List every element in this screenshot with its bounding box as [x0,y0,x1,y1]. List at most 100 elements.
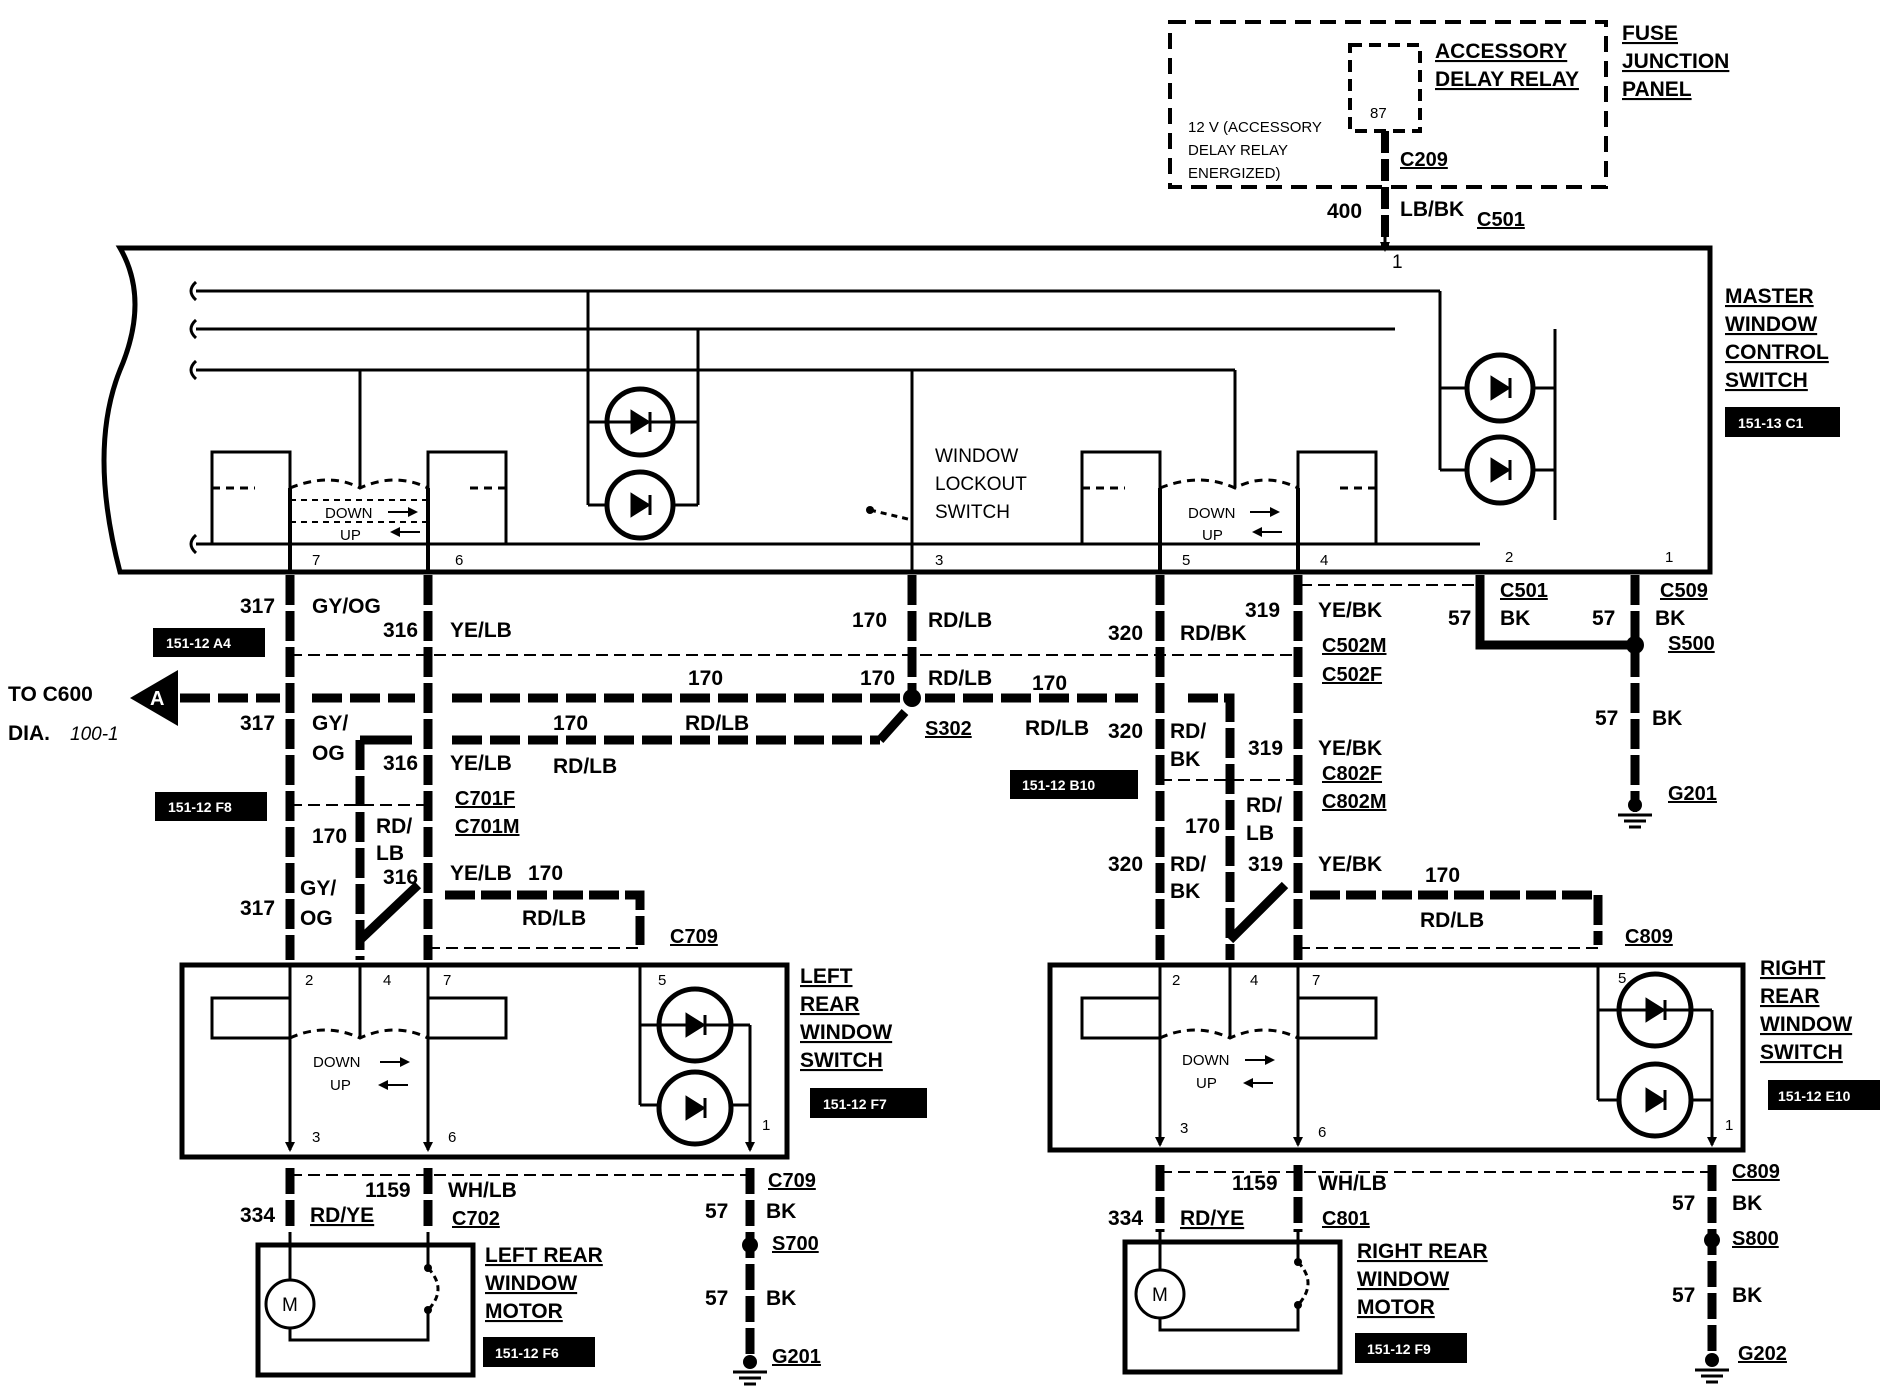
label-317-c: 317 [240,897,275,920]
label-57-color-b: BK [1655,607,1685,630]
label-317-color-a: GY/OG [312,595,381,618]
label-57-color-e: BK [766,1287,796,1310]
master-pin-5: 5 [1182,552,1190,569]
lockout-label-2: LOCKOUT [935,474,1027,495]
label-57-b: 57 [1592,607,1615,630]
connector-c801: C801 [1322,1208,1370,1230]
master-pin-1-top: 1 [1392,252,1403,273]
connector-c502m: C502M [1322,635,1386,657]
connector-c701f: C701F [455,788,515,810]
rr-title-4: SWITCH [1760,1041,1843,1064]
master-title-4: SWITCH [1725,369,1808,392]
master-title-3: CONTROL [1725,341,1829,364]
label-334-r: 334 [1108,1207,1143,1230]
label-170-i: 170 [1425,864,1460,887]
label-320-color-a: RD/BK [1180,622,1247,645]
label-170-h: 170 [1185,815,1220,838]
rr-pin-2: 2 [1172,972,1180,989]
master-pin-3: 3 [935,552,943,569]
label-317-color-top: GY/ [312,712,348,735]
label-320-color-bot: BK [1170,748,1200,771]
label-170-color-top-l: RD/ [376,815,412,838]
label-1159-color-r: WH/LB [1318,1172,1387,1195]
rr-pin-3: 3 [1180,1120,1188,1137]
label-1159-color-l: WH/LB [448,1179,517,1202]
ref-151-12-f9: 151-12 F9 [1367,1341,1431,1357]
ref-151-12-f6: 151-12 F6 [495,1345,559,1361]
label-320-color-top: RD/ [1170,720,1206,743]
rr-down-label: DOWN [1182,1052,1230,1069]
ref-151-12-f7: 151-12 F7 [823,1096,887,1112]
offpage-reference: A TO C600 DIA. 100-1 [8,683,164,745]
label-170-color-e: RD/LB [1025,717,1089,740]
connector-c809-top: C809 [1625,926,1673,948]
lockout-label-3: SWITCH [935,502,1010,523]
fuse-panel-title-1: FUSE [1622,22,1678,45]
rr-motor-title-1: RIGHT REAR [1357,1240,1488,1263]
label-319-color-c: YE/BK [1318,853,1382,876]
ground-symbol-g202 [1695,1353,1729,1384]
rr-pin-7: 7 [1312,972,1320,989]
label-320-c: 320 [1108,853,1143,876]
ground-symbol-g201-b [733,1355,767,1386]
relay-note-3: ENERGIZED) [1188,165,1281,182]
label-319-color-a: YE/BK [1318,599,1382,622]
relay-pin-label: 87 [1370,105,1387,122]
master-pin-7: 7 [312,552,320,569]
master-window-switch: 1 DOWN UP WINDOW [101,245,1840,575]
left-rear-window-switch: DOWN UP 2 4 7 5 3 6 1 LEFT REAR WINDOW S… [179,962,927,1160]
label-57-g: 57 [1672,1284,1695,1307]
splice-s302: S302 [925,718,972,740]
wire-400-number: 400 [1327,200,1362,223]
ref-151-12-a4: 151-12 A4 [166,635,231,651]
label-170-color-bot-r: LB [1246,822,1274,845]
label-170-a: 170 [852,609,887,632]
splice-s500: S500 [1668,633,1715,655]
lr-motor-symbol: M [282,1295,298,1316]
rr-title-2: REAR [1760,985,1820,1008]
label-319-color-b: YE/BK [1318,737,1382,760]
lr-pin-3: 3 [312,1129,320,1146]
rr-pin-1: 1 [1725,1117,1733,1134]
lr-pin-7: 7 [443,972,451,989]
fuse-panel-title-2: JUNCTION [1622,50,1729,73]
label-320-color-top-b: RD/ [1170,853,1206,876]
label-316-color-b: YE/LB [450,752,512,775]
label-334-color-r: RD/YE [1180,1207,1244,1230]
ground-g201-top: G201 [1668,783,1717,805]
label-57-e: 57 [705,1287,728,1310]
connector-c802m: C802M [1322,791,1386,813]
rr-title-1: RIGHT [1760,957,1826,980]
right-rear-window-switch: DOWN UP 2 4 7 5 3 6 1 RIGHT REAR WINDOW … [1047,957,1880,1153]
ref-151-12-e10: 151-12 E10 [1778,1088,1851,1104]
rr-title-3: WINDOW [1760,1013,1852,1036]
wire-labels-upper: 317 GY/OG 316 YE/LB 151-12 A4 170 RD/LB … [153,580,1717,948]
label-57-color-c: BK [1652,707,1682,730]
label-170-color-bot-l: LB [376,842,404,865]
splice-s500-dot [1626,636,1644,654]
connector-c701m: C701M [455,816,519,838]
label-170-color-a: RD/LB [928,609,992,632]
master-pin-6: 6 [455,552,463,569]
label-170-color-top-r: RD/ [1246,794,1282,817]
label-170-g: 170 [528,862,563,885]
label-57-color-g: BK [1732,1284,1762,1307]
master-title-1: MASTER [1725,285,1814,308]
label-57-a: 57 [1448,607,1471,630]
fuse-panel-title-3: PANEL [1622,78,1692,101]
ground-symbol-g201 [1618,798,1652,829]
label-170-d: 170 [1032,672,1067,695]
relay-title-1: ACCESSORY [1435,40,1567,63]
offpage-line-2: DIA. [8,722,50,745]
label-317-color-bot: OG [312,742,345,765]
offpage-line-1: TO C600 [8,683,93,706]
label-57-f: 57 [1672,1192,1695,1215]
label-319-c: 319 [1248,853,1283,876]
lr-motor-title-2: WINDOW [485,1272,577,1295]
ref-151-12-b10: 151-12 B10 [1022,777,1095,793]
label-316-color-a: YE/LB [450,619,512,642]
label-316-a: 316 [383,619,418,642]
connector-c501-top: C501 [1477,209,1525,231]
relay-title-2: DELAY RELAY [1435,68,1579,91]
label-320-color-bot-b: BK [1170,880,1200,903]
